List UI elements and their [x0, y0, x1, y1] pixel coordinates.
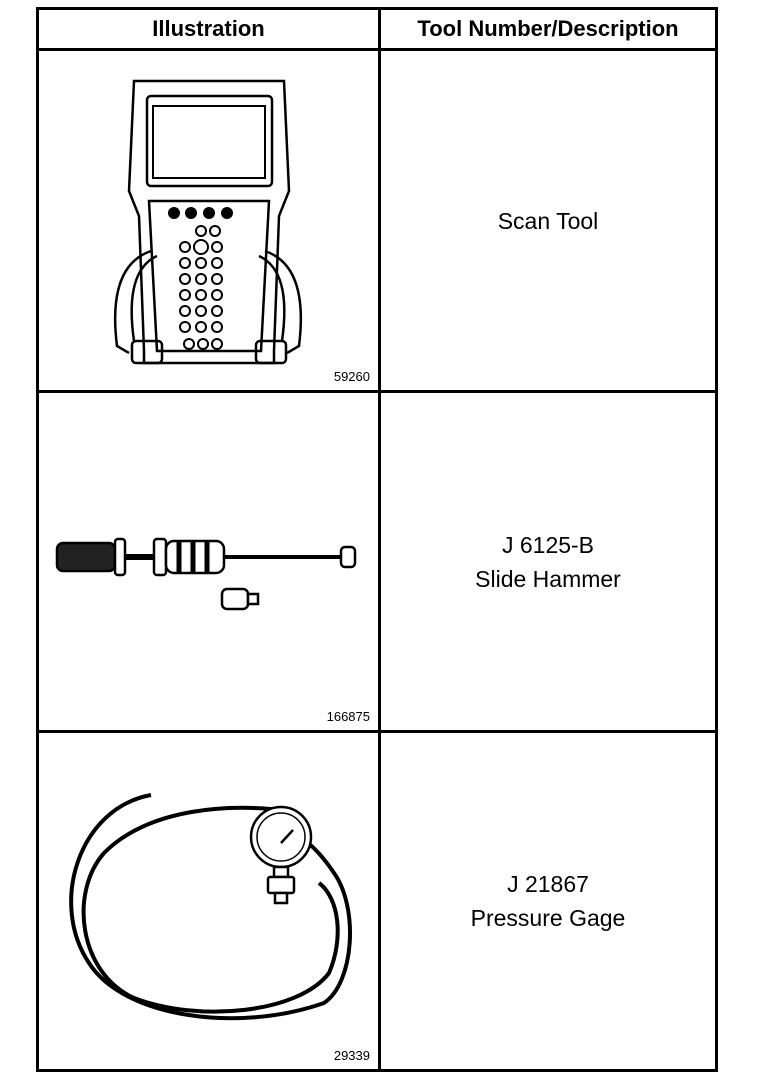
- figure-number: 59260: [333, 369, 370, 384]
- tool-table: Illustration Tool Number/Description: [36, 7, 718, 1072]
- header-divider: [39, 48, 715, 51]
- row-illustration-pressure-gage: 29339: [39, 733, 378, 1069]
- scan-tool-icon: [113, 79, 303, 365]
- row-divider: [39, 390, 715, 393]
- tool-description: Scan Tool: [497, 207, 599, 234]
- slide-hammer-icon: [55, 537, 357, 611]
- figure-number: 29339: [333, 1048, 370, 1063]
- column-divider: [378, 10, 381, 1069]
- figure-number: 166875: [326, 709, 370, 724]
- row-description-pressure-gage: J 21867 Pressure Gage: [381, 733, 715, 1069]
- tool-description: Pressure Gage: [470, 905, 626, 931]
- row-illustration-scan-tool: 59260: [39, 51, 378, 390]
- tool-number: J 6125-B: [501, 531, 595, 558]
- header-description: Tool Number/Description: [417, 16, 679, 41]
- row-description-slide-hammer: J 6125-B Slide Hammer: [381, 393, 715, 730]
- row-divider: [39, 730, 715, 733]
- tool-number: J 21867: [507, 871, 589, 897]
- row-illustration-slide-hammer: 166875: [39, 393, 378, 730]
- pressure-gage-icon: [69, 793, 352, 1021]
- header-illustration: Illustration: [152, 16, 265, 41]
- row-description-scan-tool: Scan Tool: [381, 51, 715, 390]
- tool-description: Slide Hammer: [475, 565, 621, 592]
